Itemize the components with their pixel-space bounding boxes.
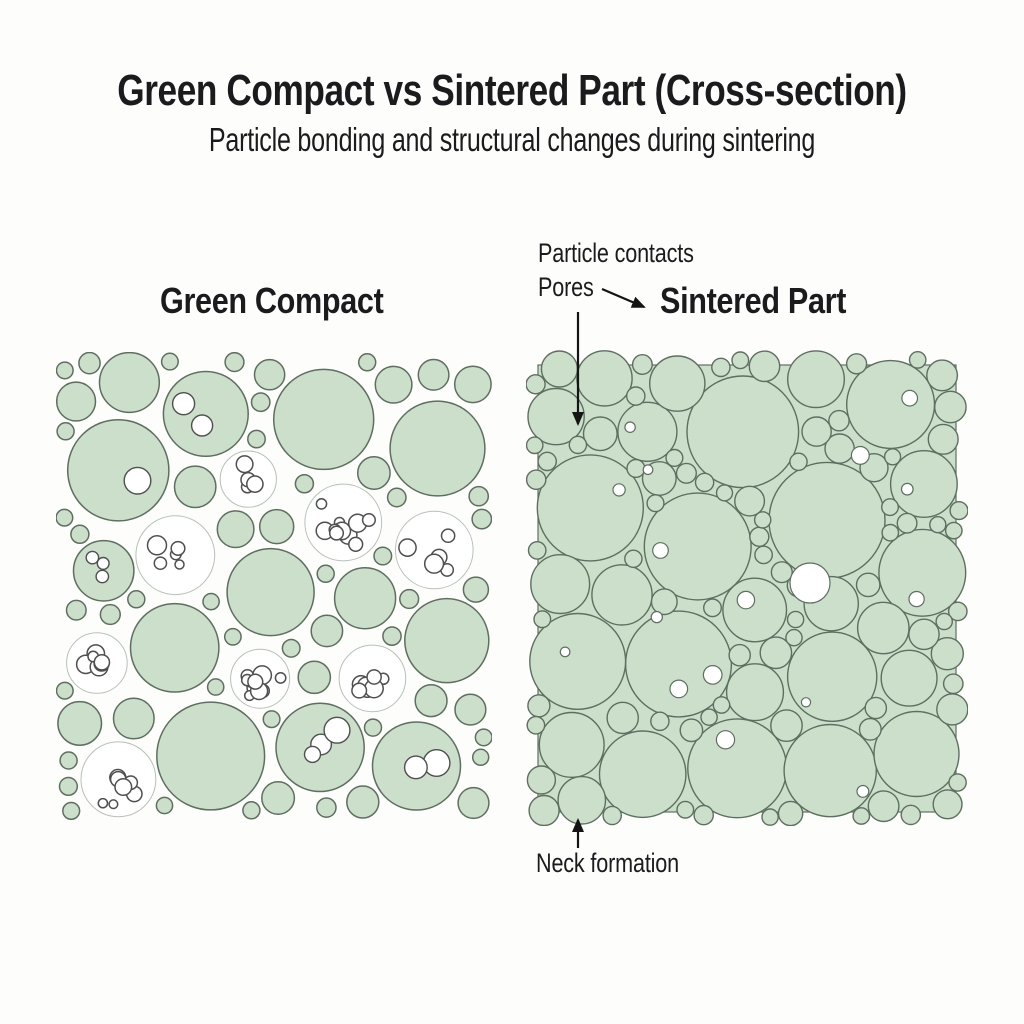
green-compact-particles xyxy=(56,352,492,820)
sintered-part-panel xyxy=(526,350,968,826)
page-title: Green Compact vs Sintered Part (Cross-se… xyxy=(117,66,907,115)
green-compact-label: Green Compact xyxy=(160,280,384,321)
neck-formation-label: Neck formation xyxy=(536,848,680,878)
page-subtitle: Particle bonding and structural changes … xyxy=(208,121,816,158)
pores-to-sintered-arrow-icon xyxy=(601,287,646,309)
pores-label: Pores xyxy=(538,272,594,302)
sintered-part-particles xyxy=(526,350,968,826)
sintered-part-label: Sintered Part xyxy=(660,280,847,321)
green-compact-panel xyxy=(56,352,492,820)
particle-contacts-label: Particle contacts xyxy=(538,238,694,268)
